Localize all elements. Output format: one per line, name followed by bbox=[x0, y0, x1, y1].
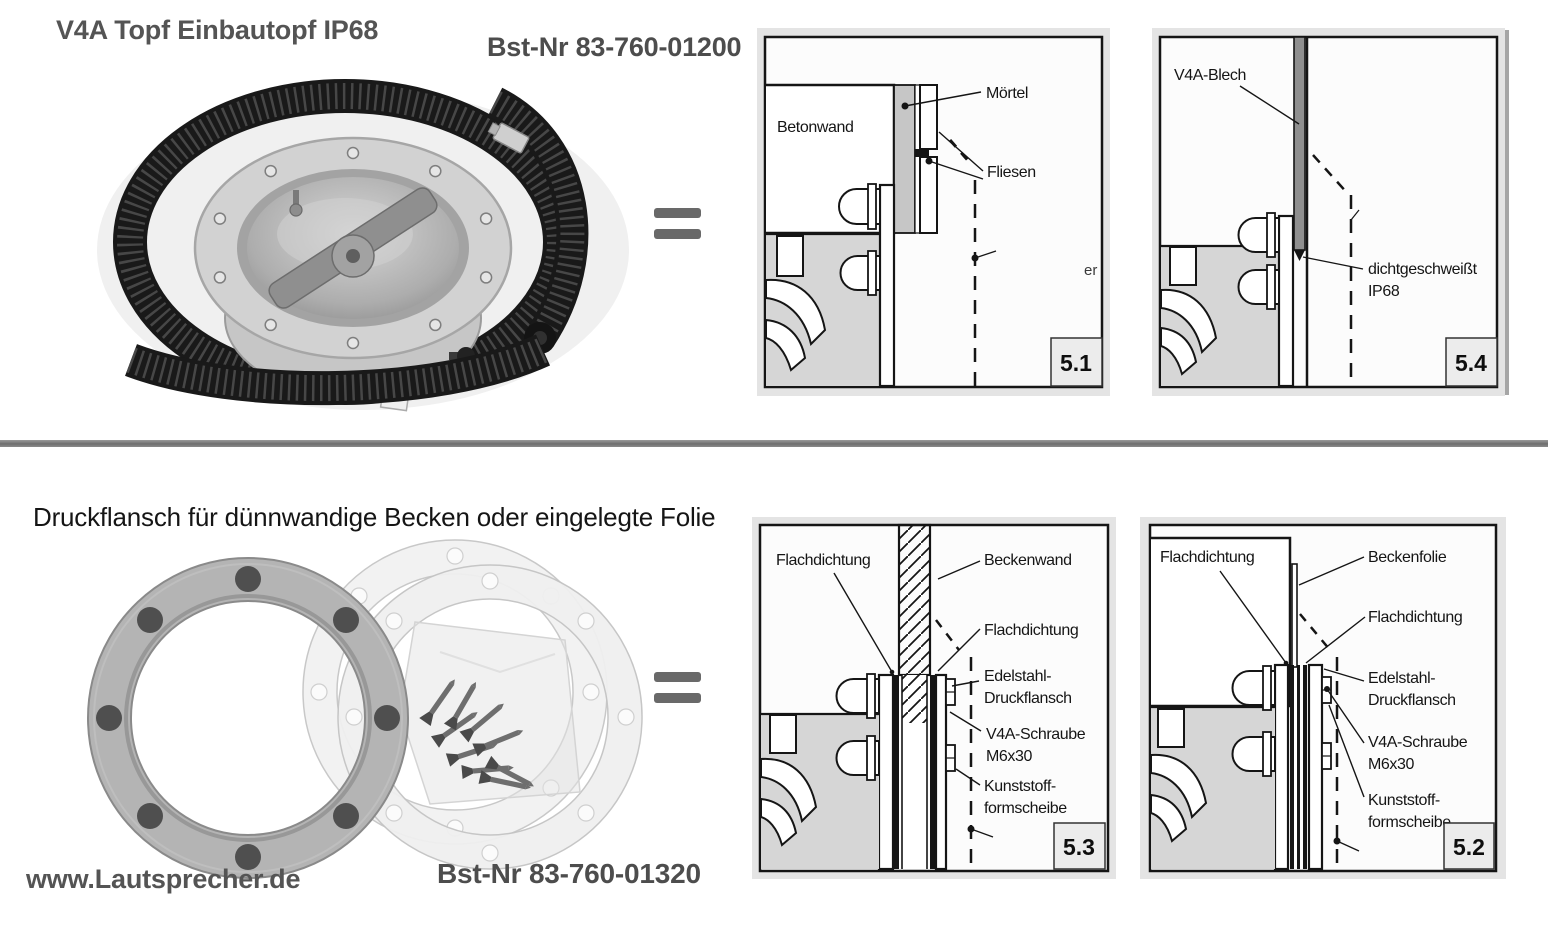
diagram-5-3: Flachdichtung Beckenwand Flachdichtung E… bbox=[752, 517, 1116, 879]
section1-title: V4A Topf Einbautopf IP68 bbox=[56, 15, 379, 45]
diagram-5-1: Betonwand Mörtel Fliesen er 5.1 bbox=[757, 28, 1110, 396]
label-fliesen: Fliesen bbox=[987, 164, 1036, 181]
label-v4a-blech: V4A-Blech bbox=[1174, 67, 1246, 84]
figure-number-5-2: 5.2 bbox=[1453, 834, 1485, 860]
label-edelstahl-1: Edelstahl- bbox=[1368, 670, 1435, 687]
label-flachdichtung-right: Flachdichtung bbox=[1368, 609, 1462, 626]
scan-edge-artifact bbox=[1505, 30, 1509, 395]
product-photo-druckflansch bbox=[87, 539, 643, 879]
section-divider bbox=[0, 440, 1548, 447]
einbautopf-pot bbox=[193, 136, 513, 412]
label-schraube-1: V4A-Schraube bbox=[1368, 734, 1468, 751]
equals-bar bbox=[654, 672, 701, 682]
diagram-5-2: Flachdichtung Beckenfolie Flachdichtung … bbox=[1140, 517, 1506, 879]
label-dichtgeschweisst: dichtgeschweißt bbox=[1368, 261, 1478, 278]
label-schraube-1: V4A-Schraube bbox=[986, 726, 1086, 743]
label-beckenwand: Beckenwand bbox=[984, 552, 1072, 569]
label-kunststoff-2: formscheibe bbox=[984, 800, 1067, 817]
label-edelstahl-2: Druckflansch bbox=[984, 690, 1072, 707]
label-flachdichtung-left: Flachdichtung bbox=[776, 552, 870, 569]
figure-number-5-3: 5.3 bbox=[1063, 834, 1095, 860]
label-moertel: Mörtel bbox=[986, 85, 1028, 102]
label-edelstahl-2: Druckflansch bbox=[1368, 692, 1456, 709]
hose-clamp bbox=[487, 122, 530, 154]
website-url: www.Lautsprecher.de bbox=[26, 864, 301, 894]
section2-order-number: Bst-Nr 83-760-01320 bbox=[437, 858, 701, 889]
label-kunststoff-1: Kunststoff- bbox=[1368, 792, 1440, 809]
equals-sign-1 bbox=[654, 208, 702, 250]
label-flachdichtung-right: Flachdichtung bbox=[984, 622, 1078, 639]
equals-bar bbox=[654, 229, 701, 239]
section2-title: Druckflansch für dünnwandige Becken oder… bbox=[33, 502, 716, 532]
metal-flange-ring bbox=[87, 557, 410, 879]
figure-number-box bbox=[1053, 822, 1106, 870]
label-schraube-2: M6x30 bbox=[986, 748, 1033, 765]
equals-sign-2 bbox=[654, 672, 702, 714]
equals-bar bbox=[654, 208, 701, 218]
label-edelstahl-1: Edelstahl- bbox=[984, 668, 1051, 685]
figure-number-box bbox=[1445, 337, 1498, 387]
label-flachdichtung-left: Flachdichtung bbox=[1160, 549, 1254, 566]
label-schraube-2: M6x30 bbox=[1368, 756, 1415, 773]
label-ip68: IP68 bbox=[1368, 283, 1400, 300]
flange-screws bbox=[213, 146, 493, 350]
section1-order-number: Bst-Nr 83-760-01200 bbox=[487, 32, 742, 62]
figure-number-box bbox=[1443, 822, 1495, 870]
label-kunststoff-1: Kunststoff- bbox=[984, 778, 1056, 795]
label-beckenfolie: Beckenfolie bbox=[1368, 549, 1447, 566]
equals-bar bbox=[654, 693, 701, 703]
product-photo-einbautopf bbox=[97, 79, 629, 412]
label-betonwand: Betonwand bbox=[777, 119, 853, 136]
screw-set bbox=[419, 679, 534, 790]
label-edge-fragment: er bbox=[1084, 262, 1097, 279]
figure-number-box bbox=[1050, 337, 1103, 387]
diagram-5-4: V4A-Blech dichtgeschweißt IP68 5.4 bbox=[1152, 28, 1505, 396]
figure-number-5-4: 5.4 bbox=[1455, 350, 1487, 376]
label-kunststoff-2: formscheibe bbox=[1368, 814, 1451, 831]
figure-number-5-1: 5.1 bbox=[1060, 350, 1092, 376]
